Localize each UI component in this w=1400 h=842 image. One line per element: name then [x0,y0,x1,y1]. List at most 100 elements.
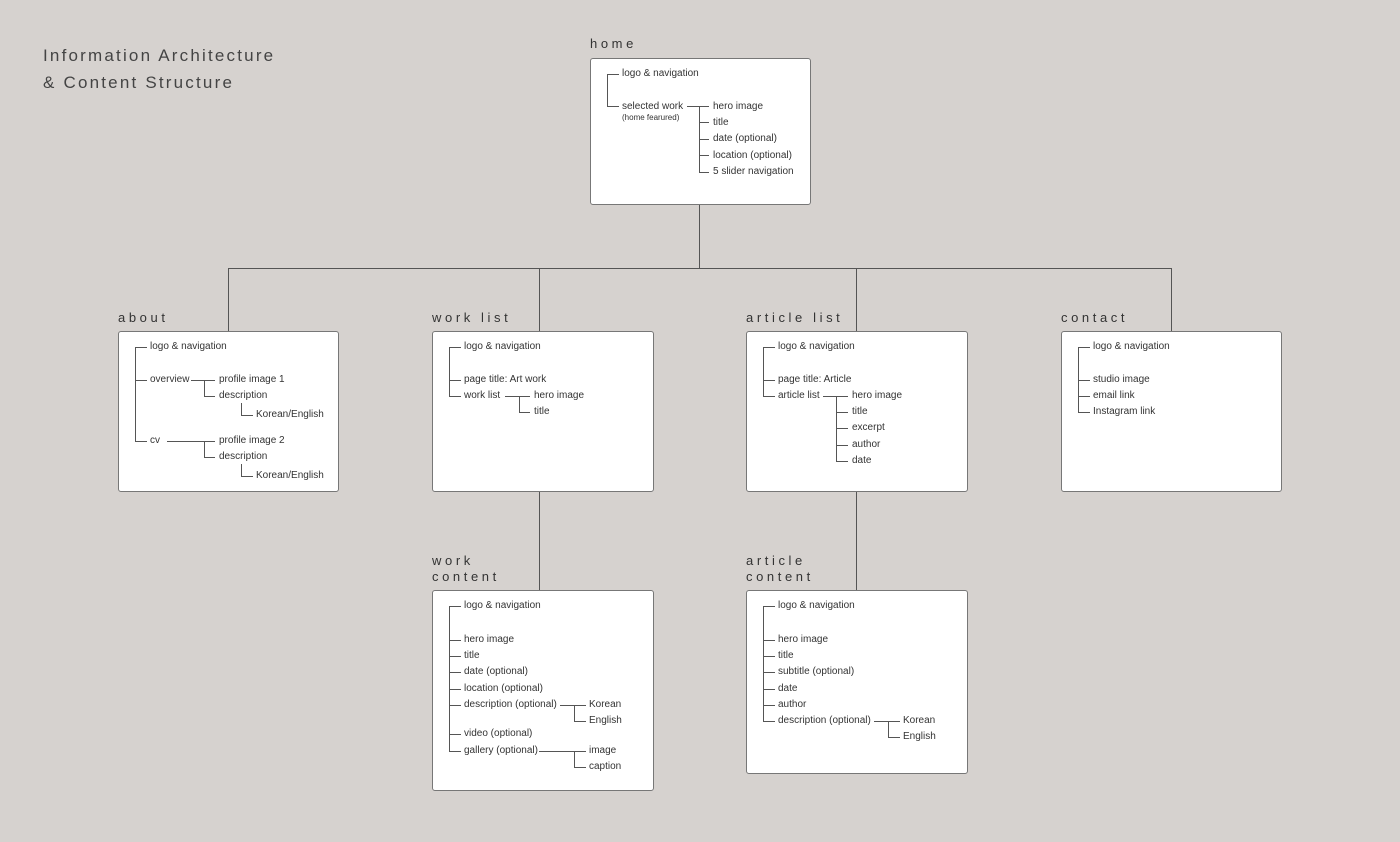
tree-line [135,347,136,441]
article-content-label: article content [746,553,814,585]
tree-line [241,464,242,476]
tree-line [449,751,461,752]
tree-line [241,403,242,415]
tree-line [167,441,215,442]
about-cv-description: description [219,451,268,462]
work-content-box: logo & navigation hero image title date … [432,590,654,791]
tree-line [135,347,147,348]
tree-line [888,721,889,737]
tree-line [763,689,775,690]
tree-line [574,767,586,768]
tree-line [763,347,764,396]
tree-line [1078,380,1090,381]
about-overview-language: Korean/English [256,409,324,420]
branch-line [228,268,1171,269]
tree-line [204,441,205,457]
work-list-hero-image: hero image [534,390,585,401]
diagram-title-line-1: Information Architecture [43,46,276,65]
work-content-caption: caption [589,761,622,772]
tree-line [449,606,461,607]
tree-line [560,705,586,706]
work-list-box: logo & navigation page title: Art work w… [432,331,654,492]
tree-line [836,412,848,413]
article-list-label: article list [746,310,844,325]
home-hero-image: hero image [713,101,764,112]
article-content-connector [856,492,857,590]
tree-line [574,751,575,767]
tree-line [449,689,461,690]
home-label: home [590,36,637,51]
tree-line [763,640,775,641]
diagram-title-line-2: & Content Structure [43,73,235,92]
tree-line [607,106,619,107]
tree-line [519,396,520,412]
about-cv-language: Korean/English [256,470,324,481]
contact-studio-image: studio image [1093,374,1150,385]
article-content-korean: Korean [903,715,936,726]
home-selected-work: selected work [622,101,684,112]
tree-line [763,380,775,381]
tree-line [699,122,709,123]
tree-line [191,380,215,381]
home-location: location (optional) [713,150,792,161]
article-list-page-title: page title: Article [778,374,852,385]
article-content-description: description (optional) [778,715,871,726]
work-list-item: work list [464,390,501,401]
tree-line [449,734,461,735]
article-content-english: English [903,731,936,742]
article-content-label-line-1: article [746,553,806,568]
work-content-logo-navigation: logo & navigation [464,600,541,611]
work-content-label-line-2: content [432,569,500,584]
article-list-box: logo & navigation page title: Article ar… [746,331,968,492]
work-content-description: description (optional) [464,699,557,710]
tree-line [574,721,586,722]
work-content-label: work content [432,553,500,585]
tree-line [836,445,848,446]
work-list-title: title [534,406,550,417]
article-list-excerpt: excerpt [852,422,885,433]
article-list-hero-image: hero image [852,390,903,401]
home-slider-navigation: 5 slider navigation [713,166,794,177]
about-box: logo & navigation overview profile image… [118,331,339,492]
article-list-date: date [852,455,872,466]
about-profile-image-1: profile image 1 [219,374,285,385]
home-box: logo & navigation selected work (home fe… [590,58,811,205]
tree-line [539,751,586,752]
work-list-logo-navigation: logo & navigation [464,341,541,352]
work-content-gallery: gallery (optional) [464,745,538,756]
work-list-connector [539,268,540,331]
tree-line [449,396,461,397]
work-list-page-title: page title: Art work [464,374,547,385]
tree-line [763,606,764,721]
tree-line [135,441,147,442]
tree-line [241,476,253,477]
tree-line [449,347,461,348]
tree-line [449,640,461,641]
about-connector [228,268,229,331]
tree-line [687,106,709,107]
home-connector [699,205,700,268]
tree-line [449,606,450,751]
tree-line [888,737,900,738]
tree-line [607,74,619,75]
tree-line [763,705,775,706]
tree-line [204,380,205,396]
tree-line [699,172,709,173]
article-content-author: author [778,699,807,710]
tree-line [836,428,848,429]
home-selected-work-note: (home fearured) [622,113,680,122]
article-list-title: title [852,406,868,417]
about-profile-image-2: profile image 2 [219,435,285,446]
article-list-logo-navigation: logo & navigation [778,341,855,352]
article-list-connector [856,268,857,331]
article-content-box: logo & navigation hero image title subti… [746,590,968,774]
tree-line [836,461,848,462]
tree-line [574,705,575,721]
work-content-korean: Korean [589,699,622,710]
tree-line [763,347,775,348]
article-list-author: author [852,439,881,450]
contact-email-link: email link [1093,390,1135,401]
tree-line [449,380,461,381]
work-content-image: image [589,745,617,756]
tree-line [204,457,215,458]
